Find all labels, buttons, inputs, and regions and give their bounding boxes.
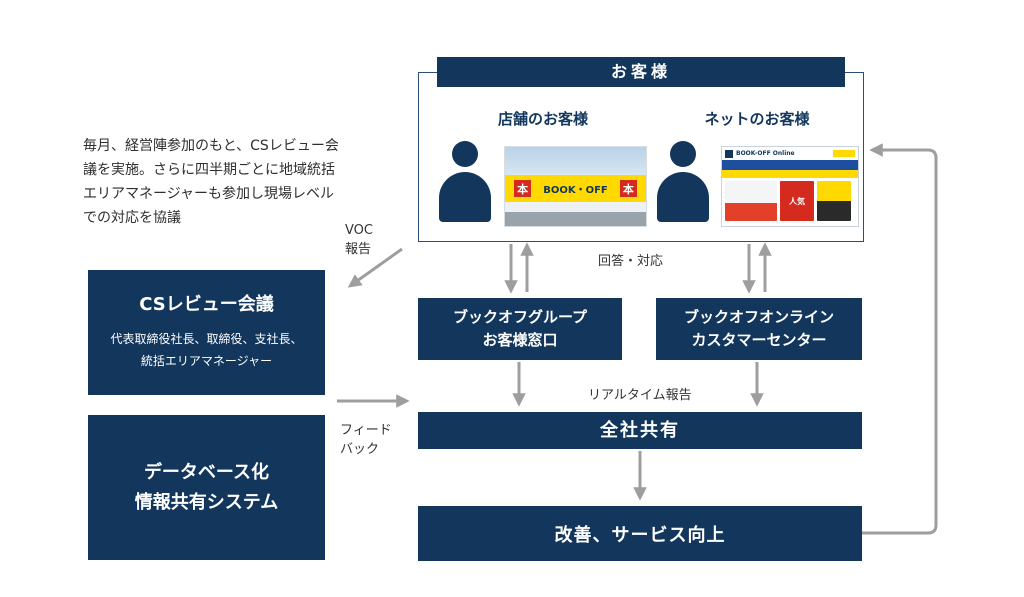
voc-report-label: VOC 報告 [345,221,373,259]
cs-review-note-line: エリアマネージャーも参加し現場レベル [83,186,335,202]
online-customer-center-line: カスタマーセンター [691,331,827,349]
web-header-button [833,150,855,157]
realtime-report-label: リアルタイム報告 [588,388,692,403]
online-store-screenshot: BOOK-OFF Online 人気 [721,146,859,227]
web-logo-icon [725,149,733,158]
web-search-bar [722,170,858,178]
voc-report-label-line: VOC [345,223,373,238]
online-customer-center-line: ブックオフオンライン [683,308,834,326]
voc-report-label-line: 報告 [345,242,372,257]
feedback-label-line: フィード [340,423,392,438]
web-promo-tile [817,181,851,221]
feedback-label: フィード バック [340,421,392,459]
store-photo-sky [505,147,646,175]
group-customer-desk-line: お客様窓口 [482,331,558,349]
store-photo-storefront [505,202,646,226]
net-customer-person-icon [656,141,710,223]
online-customer-center-box: ブックオフオンライン カスタマーセンター [656,298,862,360]
group-customer-desk-line: ブックオフグループ [452,308,588,326]
database-system-line: データベース化 [143,461,270,483]
company-share-box: 全社共有 [418,412,862,449]
store-sign-brand: BOOK・OFF [543,185,608,196]
cs-review-note-line: 議を実施。さらに四半期ごとに地域統括 [83,162,335,178]
improve-customer-loop-arrow [862,143,938,535]
store-customer-person-icon [438,141,492,223]
cs-review-members-line: 統括エリアマネージャー [140,354,273,368]
store-photo-sign: 本 BOOK・OFF 本 [505,175,646,202]
web-content: 人気 [722,178,858,224]
cs-review-box: CSレビュー会議 代表取締役社長、取締役、支社長、 統括エリアマネージャー [88,270,325,395]
improvement-box: 改善、サービス向上 [418,506,862,561]
person-body [439,172,491,222]
response-label: 回答・対応 [598,254,664,269]
web-navbar [722,160,858,170]
database-system-box: データベース化 情報共有システム [88,415,325,560]
store-customer-label: 店舗のお客様 [497,110,588,128]
store-photo: 本 BOOK・OFF 本 [504,146,647,227]
cs-review-title: CSレビュー会議 [139,294,274,315]
cs-review-note-line: 毎月、経営陣参加のもと、CSレビュー会 [83,138,339,154]
person-head [670,141,696,167]
feedback-label-line: バック [340,442,380,457]
person-head [452,141,478,167]
net-customer-label: ネットのお客様 [704,110,810,128]
web-header: BOOK-OFF Online [722,147,858,160]
customer-title: お客様 [437,57,845,87]
store-sign-kanji: 本 [619,180,637,197]
database-system-line: 情報共有システム [134,491,279,513]
group-customer-desk-box: ブックオフグループ お客様窓口 [418,298,622,360]
web-popular-tile: 人気 [780,181,814,221]
person-body [657,172,709,222]
store-sign-kanji: 本 [514,180,532,197]
cs-review-members: 代表取締役社長、取締役、支社長、 統括エリアマネージャー [88,328,325,372]
cs-review-note: 毎月、経営陣参加のもと、CSレビュー会 議を実施。さらに四半期ごとに地域統括 エ… [83,134,363,230]
web-brand: BOOK-OFF Online [736,150,795,157]
web-banner-tile [725,181,777,221]
cs-review-note-line: での対応を協議 [83,210,181,226]
cs-review-members-line: 代表取締役社長、取締役、支社長、 [110,332,303,346]
